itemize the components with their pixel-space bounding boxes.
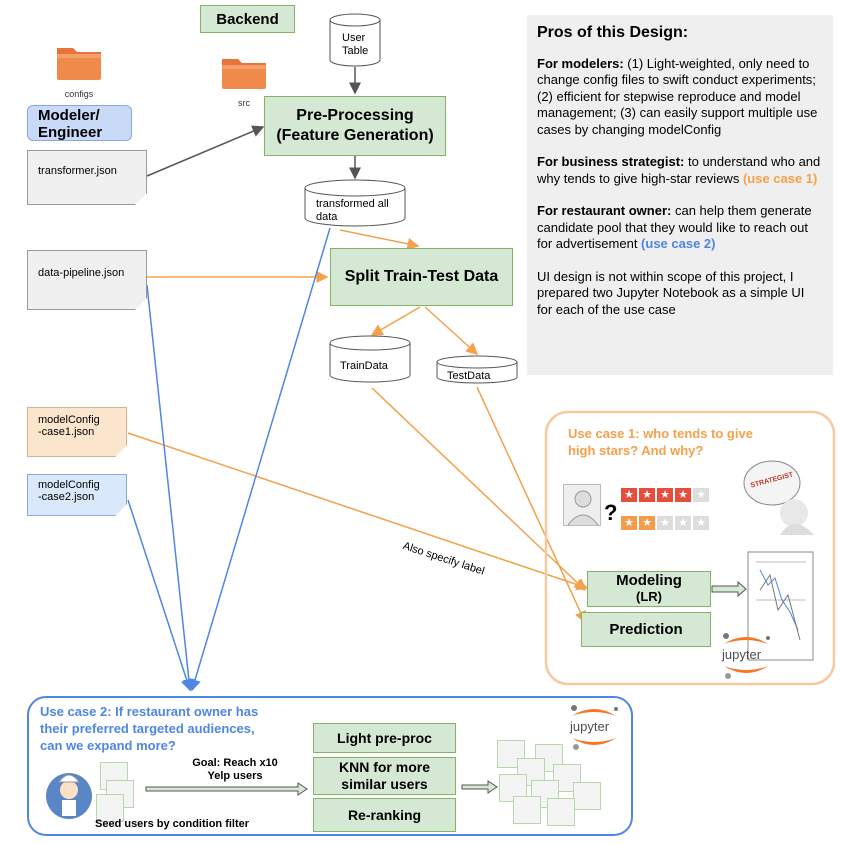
modeling-label: Modeling bbox=[616, 572, 682, 589]
question-mark: ? bbox=[604, 500, 618, 525]
strategist-thinking-icon: STRATEGIST bbox=[742, 455, 818, 535]
train-data-label: TrainData bbox=[340, 360, 388, 372]
star-icon: ★ bbox=[639, 488, 655, 502]
modeler-engineer-label: Modeler/ Engineer bbox=[27, 105, 132, 141]
arrow-modeling-chart bbox=[711, 580, 747, 598]
modeling-sub-label: (LR) bbox=[636, 589, 662, 604]
knn-box[interactable]: KNN for more similar users bbox=[313, 757, 456, 795]
jupyter-logo-case2: jupyter bbox=[566, 703, 622, 751]
goal-label: Goal: Reach x10 Yelp users bbox=[192, 757, 278, 782]
jupyter-icon bbox=[571, 705, 618, 750]
prediction-box[interactable]: Prediction bbox=[581, 612, 711, 647]
preprocessing-box[interactable]: Pre-Processing (Feature Generation) bbox=[264, 96, 446, 156]
modeling-lr-box[interactable]: Modeling (LR) bbox=[587, 571, 711, 607]
arrow-test-prediction bbox=[476, 386, 587, 624]
src-folder[interactable]: src bbox=[220, 55, 268, 108]
star-icon: ★ bbox=[657, 516, 673, 530]
user-table-label: User Table bbox=[342, 32, 369, 57]
train-data-cylinder bbox=[329, 335, 411, 383]
star-icon: ★ bbox=[675, 516, 691, 530]
jupyter-logo-case1: jupyter bbox=[718, 630, 774, 680]
star-icon: ★ bbox=[657, 488, 673, 502]
user-card-icon bbox=[96, 794, 124, 822]
arrow-goal bbox=[145, 782, 308, 796]
star-icon: ★ bbox=[621, 516, 637, 530]
configs-folder-label: configs bbox=[64, 89, 94, 99]
pros-title: Pros of this Design: bbox=[537, 24, 689, 41]
arrow-split-test bbox=[424, 306, 479, 356]
arrow-pipeline-usecase2 bbox=[146, 284, 195, 692]
user-card-icon bbox=[573, 782, 601, 810]
arrow-split-train bbox=[370, 306, 421, 336]
user-card-icon bbox=[547, 798, 575, 826]
use-case2-title: Use case 2: If restaurant owner has thei… bbox=[40, 704, 259, 753]
jupyter-label: jupyter bbox=[570, 719, 610, 734]
expanded-user-cards bbox=[497, 740, 607, 830]
arrow-transformed-usecase2 bbox=[189, 227, 331, 692]
use-case1-title: Use case 1: who tends to give high stars… bbox=[568, 426, 753, 458]
pros-owner: For restaurant owner: can help them gene… bbox=[537, 203, 812, 251]
results-chart bbox=[747, 551, 814, 661]
folder-icon bbox=[222, 59, 266, 89]
jupyter-label: jupyter bbox=[722, 647, 762, 662]
arrow-case2-usecase2 bbox=[127, 499, 193, 692]
split-train-test-box[interactable]: Split Train-Test Data bbox=[330, 248, 513, 306]
backend-label: Backend bbox=[200, 5, 295, 33]
transformed-data-label: transformed all data bbox=[316, 198, 389, 223]
star-icon: ★ bbox=[693, 488, 709, 502]
data-pipeline-json-file[interactable]: data-pipeline.json bbox=[27, 250, 147, 310]
seed-users-label: Seed users by condition filter bbox=[95, 818, 250, 830]
jupyter-icon bbox=[723, 633, 770, 679]
light-preproc-box[interactable]: Light pre-proc bbox=[313, 723, 456, 753]
pros-ui: UI design is not within scope of this pr… bbox=[537, 268, 805, 317]
user-avatar-icon bbox=[563, 484, 601, 526]
pros-panel: Pros of this Design: For modelers: (1) L… bbox=[527, 15, 833, 375]
configs-folder[interactable]: configs bbox=[55, 42, 103, 100]
arrow-train-modeling bbox=[371, 387, 587, 592]
arrow-to-users bbox=[461, 780, 498, 794]
chef-avatar-icon bbox=[44, 766, 94, 822]
arrow-case1-modeling bbox=[127, 432, 589, 591]
folder-icon bbox=[57, 48, 101, 80]
user-table-cylinder bbox=[329, 13, 381, 67]
high-star-rating: ★★★★★ bbox=[621, 485, 711, 503]
arrow-transformed-split bbox=[339, 229, 420, 250]
low-star-rating: ★★★★★ bbox=[621, 513, 711, 531]
arrow-transformer-preproc bbox=[146, 125, 265, 177]
star-icon: ★ bbox=[675, 488, 691, 502]
test-data-cylinder bbox=[436, 355, 518, 384]
pros-modelers: For modelers: (1) Light-weighted, only n… bbox=[537, 55, 818, 137]
reranking-box[interactable]: Re-ranking bbox=[313, 798, 456, 832]
src-folder-label: src bbox=[238, 98, 250, 108]
model-config-case1-file[interactable]: modelConfig -case1.json bbox=[27, 407, 127, 457]
model-config-case2-file[interactable]: modelConfig -case2.json bbox=[27, 474, 127, 516]
test-data-label: TestData bbox=[447, 370, 491, 382]
star-icon: ★ bbox=[639, 516, 655, 530]
pros-business: For business strategist: to understand w… bbox=[537, 154, 821, 186]
transformed-data-cylinder bbox=[304, 179, 406, 227]
seed-user-cards bbox=[94, 762, 134, 824]
user-card-icon bbox=[513, 796, 541, 824]
use-case1-panel bbox=[544, 410, 836, 686]
transformer-json-file[interactable]: transformer.json bbox=[27, 150, 147, 205]
use-case2-panel bbox=[27, 696, 633, 836]
star-icon: ★ bbox=[693, 516, 709, 530]
star-icon: ★ bbox=[621, 488, 637, 502]
